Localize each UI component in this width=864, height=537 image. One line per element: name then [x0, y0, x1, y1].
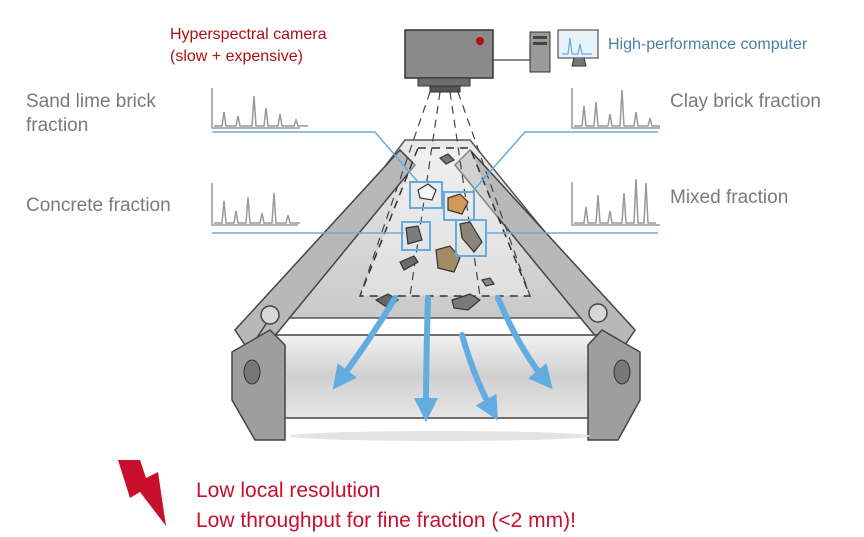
clay-label: Clay brick fraction	[670, 91, 821, 112]
sand-lime-label: Sand lime brick fraction	[26, 90, 156, 138]
connector-lines	[212, 131, 658, 234]
camera-label-line2: (slow + expensive)	[170, 47, 303, 65]
computer-label: High-performance computer	[608, 36, 808, 53]
spectrum-graph-concrete	[211, 183, 300, 226]
rubble-pieces	[374, 153, 495, 311]
spectrum-graph-sand-lime	[211, 88, 308, 129]
hyperspectral-camera-icon	[404, 29, 494, 93]
camera-label: Hyperspectral camera (slow + expensive)	[170, 24, 327, 67]
camera-label-line1: Hyperspectral camera	[170, 26, 327, 43]
concrete-label: Concrete fraction	[26, 195, 171, 216]
computer-icon	[493, 29, 599, 73]
warning-line2: Low throughput for fine fraction (<2 mm)…	[196, 509, 576, 533]
sand-lime-label-line2: fraction	[26, 114, 89, 136]
detection-frames	[401, 181, 487, 257]
scan-field	[358, 91, 532, 297]
sand-lime-label-line1: Sand lime brick	[26, 91, 156, 112]
conveyor-belt	[231, 139, 641, 441]
spectrum-graph-clay	[571, 88, 660, 129]
warning-text: Low local resolution Low throughput for …	[196, 476, 576, 537]
warning-line1: Low local resolution	[196, 479, 381, 502]
spectrum-graph-mixed	[571, 178, 660, 226]
lightning-icon	[118, 460, 166, 526]
mixed-label: Mixed fraction	[670, 187, 789, 208]
flow-arrows	[332, 295, 553, 422]
